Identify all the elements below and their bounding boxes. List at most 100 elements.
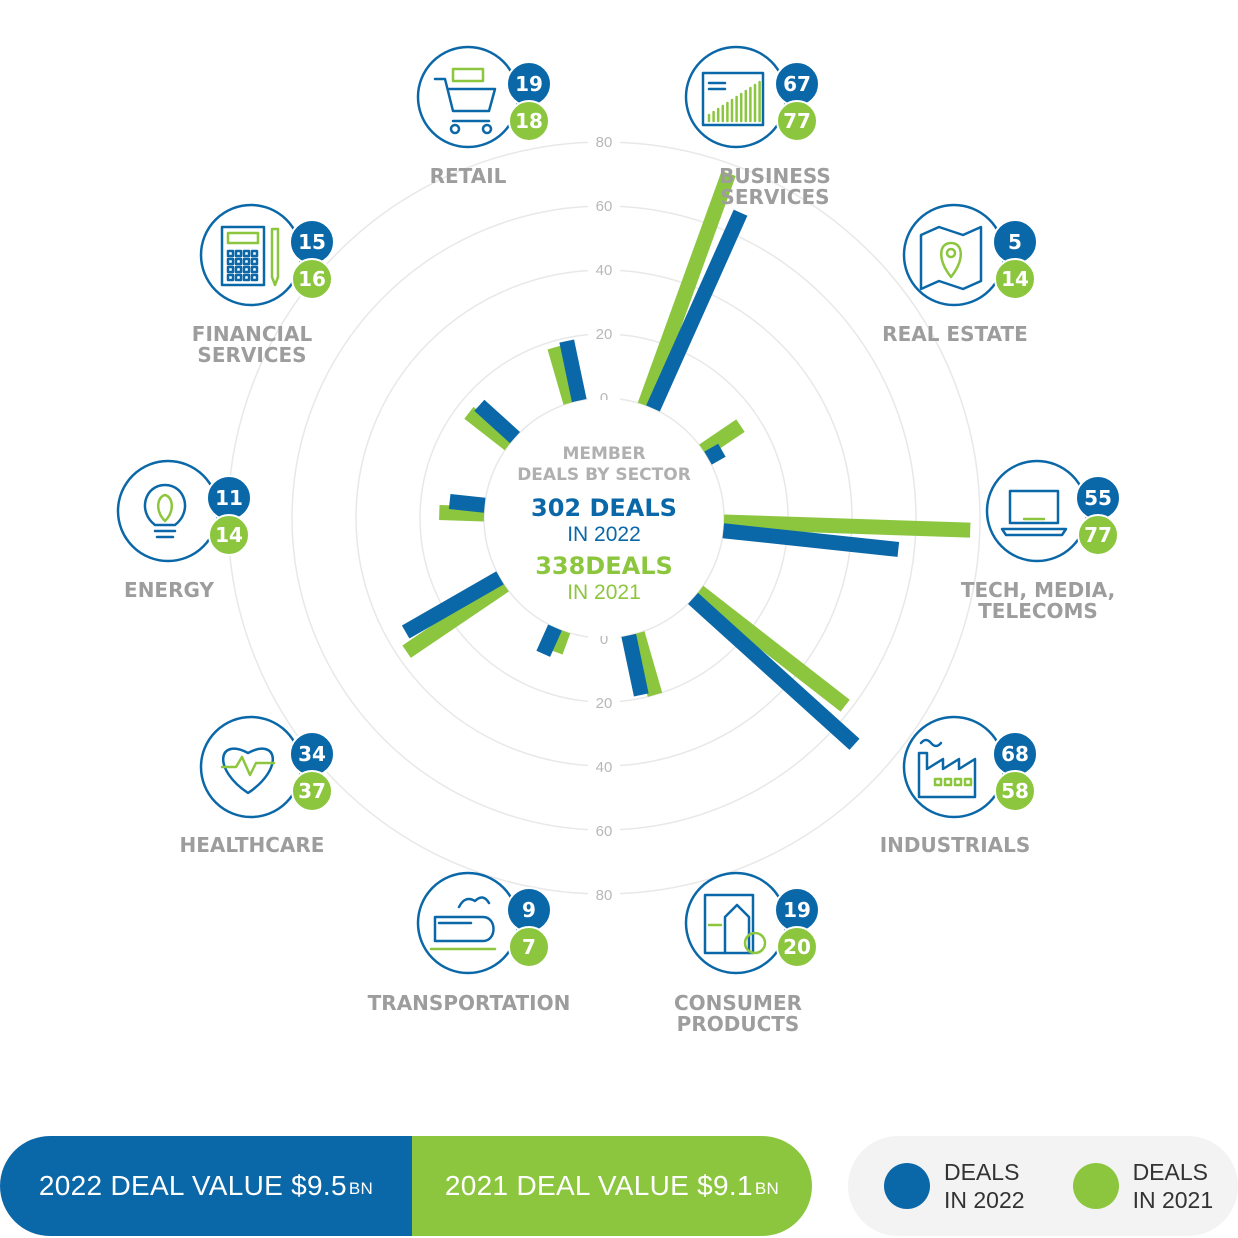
sector-label: TRANSPORTATION: [368, 991, 571, 1015]
center-in-2022: IN 2022: [567, 523, 641, 546]
center-title-line1: MEMBER: [562, 444, 645, 464]
badge-2021: [291, 258, 333, 300]
legend-2021-line1: DEALS: [1132, 1159, 1208, 1185]
sector-label: CONSUMER: [674, 991, 802, 1015]
sector-icon-ring: [116, 459, 220, 563]
badge-2021-value: 18: [515, 109, 543, 133]
badge-2022-value: 34: [298, 742, 326, 766]
badge-2021-value: 16: [298, 267, 326, 291]
badge-2022-value: 19: [783, 898, 811, 922]
badge-2022-value: 67: [783, 72, 811, 96]
bar-2021: [548, 628, 571, 655]
sector-label: REAL ESTATE: [882, 322, 1028, 346]
legend-item-2021: DEALS IN 2021: [1072, 1158, 1214, 1214]
bars: [401, 170, 971, 750]
sector-label: SERVICES: [720, 185, 829, 209]
sector-label: RETAIL: [430, 164, 507, 188]
radial-tick-label-bottom: 40: [596, 759, 613, 776]
deal-value-2021-text: 2021 DEAL VALUE $9.1: [444, 1170, 753, 1201]
legend-dot-2022: [884, 1163, 930, 1209]
sector-label: ENERGY: [124, 578, 214, 602]
map-pin-icon: [919, 225, 983, 291]
radial-tick-label-bottom: 80: [596, 887, 613, 904]
badge-2021: [291, 770, 333, 812]
badge-2022-value: 9: [522, 898, 536, 922]
badge-2021: [508, 100, 550, 142]
sector-icon-ring: [985, 459, 1089, 563]
bar-2021: [439, 505, 485, 522]
deal-value-2022-unit: BN: [348, 1179, 374, 1198]
badge-2022-value: 11: [215, 486, 243, 510]
badge-2022-value: 68: [1001, 742, 1029, 766]
badge-2022-value: 5: [1008, 230, 1022, 254]
sector-label: TELECOMS: [978, 599, 1098, 623]
radial-tick-label-bottom: 20: [596, 695, 613, 712]
factory-icon: [917, 738, 977, 799]
badge-2021-value: 20: [783, 935, 811, 959]
growth-chart-icon: [701, 71, 765, 127]
legend-item-2022: DEALS IN 2022: [884, 1158, 1025, 1214]
badge-2021: [508, 926, 550, 968]
legend-2021-line2: IN 2021: [1132, 1187, 1214, 1213]
center-title-line2: DEALS BY SECTOR: [517, 465, 691, 485]
heart-pulse-icon: [220, 747, 276, 795]
sector-label: TECH, MEDIA,: [961, 578, 1115, 602]
tick-bg: [588, 260, 620, 278]
tick-bg: [588, 757, 620, 775]
tick-bg: [588, 132, 620, 150]
legend: DEALS IN 2022 DEALS IN 2021: [848, 1136, 1238, 1236]
tick-bg: [588, 324, 620, 342]
laptop-icon: [1000, 489, 1068, 537]
sector-label: INDUSTRIALS: [880, 833, 1031, 857]
bar-2022: [559, 339, 587, 403]
tick-bg: [588, 885, 620, 903]
bar-2021: [630, 631, 663, 697]
badge-2021: [994, 770, 1036, 812]
sector-label: PRODUCTS: [677, 1012, 800, 1036]
radial-tick-label-top: 80: [596, 134, 613, 151]
bar-2021: [699, 419, 745, 457]
bar-2021: [637, 170, 736, 408]
sector-label: HEALTHCARE: [180, 833, 325, 857]
badge-2021: [208, 514, 250, 556]
tick-bg: [588, 693, 620, 711]
badge-2022-value: 19: [515, 72, 543, 96]
center-summary: MEMBER DEALS BY SECTOR 302 DEALS IN 2022…: [486, 400, 722, 636]
bar-2022: [621, 633, 649, 697]
badge-2021-value: 7: [522, 935, 536, 959]
radial-tick-label-top: 20: [596, 326, 613, 343]
badge-2021: [1077, 514, 1119, 556]
sector-icon-ring: [199, 715, 303, 819]
bar-2022: [646, 209, 748, 412]
legend-label-2021: DEALS IN 2021: [1133, 1158, 1214, 1214]
deal-value-2021-unit: BN: [754, 1179, 780, 1198]
center-deals-2021: 338DEALS: [535, 552, 673, 580]
badge-2021-value: 58: [1001, 779, 1029, 803]
sector-label: BUSINESS: [719, 164, 831, 188]
badge-2021-value: 77: [1084, 523, 1112, 547]
sector-label: SERVICES: [197, 343, 306, 367]
bar-2021: [464, 406, 514, 451]
shopping-cart-icon: [433, 67, 497, 135]
lightbulb-leaf-icon: [143, 483, 187, 539]
bar-2022: [536, 624, 562, 657]
legend-2022-line2: IN 2022: [944, 1187, 1025, 1213]
sector-icon-ring: [416, 45, 520, 149]
center-in-2021: IN 2021: [567, 581, 641, 604]
badge-2022-value: 55: [1084, 486, 1112, 510]
badge-2021-value: 14: [215, 523, 243, 547]
tick-bg: [588, 196, 620, 214]
